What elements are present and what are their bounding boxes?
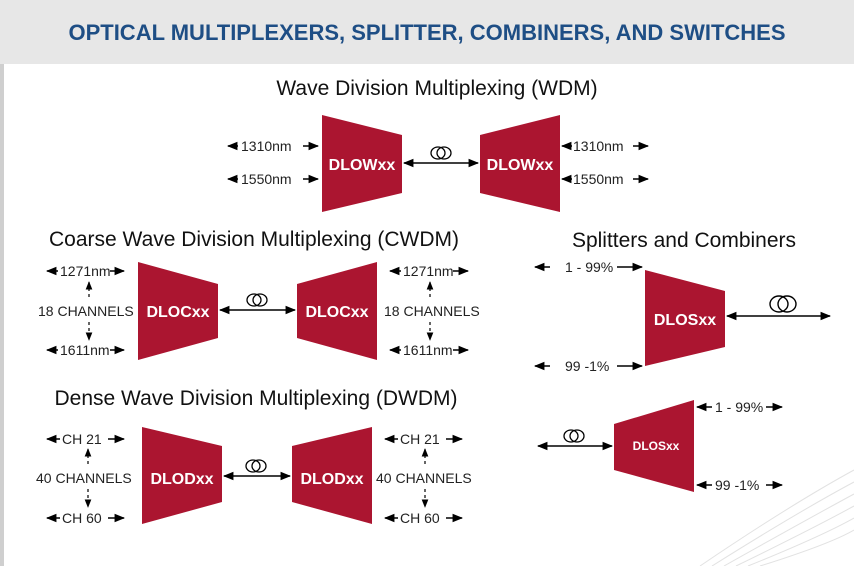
- wdm-device-right: [480, 115, 560, 212]
- wdm-right-bottom-label: 1550nm: [573, 171, 624, 187]
- wdm-left-bottom-label: 1550nm: [241, 171, 292, 187]
- cwdm-right-channels: 18 CHANNELS: [384, 303, 480, 319]
- header-bar: OPTICAL MULTIPLEXERS, SPLITTER, COMBINER…: [0, 0, 854, 64]
- cwdm-left-channels: 18 CHANNELS: [38, 303, 134, 319]
- splitter-device-large-label: DLOSxx: [654, 312, 716, 329]
- fiber-coil-icon: [245, 459, 267, 473]
- cwdm-title: Coarse Wave Division Multiplexing (CWDM): [49, 228, 459, 251]
- fiber-coil-icon: [430, 146, 452, 160]
- splitters-title: Splitters and Combiners: [572, 229, 796, 252]
- left-border: [0, 64, 4, 566]
- dwdm-left-channels: 40 CHANNELS: [36, 470, 132, 486]
- wdm-title: Wave Division Multiplexing (WDM): [276, 77, 597, 100]
- cwdm-right-top-label: 1271nm: [403, 263, 454, 279]
- cwdm-right-bottom-label: 1611nm: [403, 342, 453, 358]
- dwdm-left-bottom-label: CH 60: [62, 510, 102, 526]
- splitter-top-label: 1 - 99%: [565, 259, 613, 275]
- wdm-device-left-label: DLOWxx: [329, 157, 396, 174]
- decorative-curves: [699, 469, 854, 566]
- dwdm-right-top-label: CH 21: [400, 431, 440, 447]
- cwdm-device-left-label: DLOCxx: [146, 304, 209, 321]
- dwdm-device-right: [292, 427, 372, 524]
- cwdm-left-bottom-label: 1611nm: [60, 342, 110, 358]
- dwdm-device-right-label: DLODxx: [300, 471, 363, 488]
- fiber-coil-icon: [769, 295, 797, 313]
- splitter-device-large: [645, 270, 725, 366]
- fiber-coil-icon: [563, 429, 585, 443]
- wdm-right-top-label: 1310nm: [573, 138, 624, 154]
- dwdm-right-bottom-label: CH 60: [400, 510, 440, 526]
- splitter-bottom-label: 99 -1%: [565, 358, 609, 374]
- combiner-device-small: [614, 400, 694, 492]
- dwdm-right-channels: 40 CHANNELS: [376, 470, 472, 486]
- cwdm-device-left: [138, 262, 218, 360]
- cwdm-left-top-label: 1271nm: [60, 263, 111, 279]
- combiner-bottom-label: 99 -1%: [715, 477, 759, 493]
- dwdm-title: Dense Wave Division Multiplexing (DWDM): [55, 387, 458, 410]
- fiber-coil-icon: [246, 293, 268, 307]
- dwdm-left-top-label: CH 21: [62, 431, 102, 447]
- dwdm-device-left: [142, 427, 222, 524]
- combiner-top-label: 1 - 99%: [715, 399, 763, 415]
- wdm-device-right-label: DLOWxx: [487, 157, 554, 174]
- cwdm-device-right: [297, 262, 377, 360]
- dwdm-device-left-label: DLODxx: [150, 471, 213, 488]
- wdm-device-left: [322, 115, 402, 212]
- page-title: OPTICAL MULTIPLEXERS, SPLITTER, COMBINER…: [68, 20, 786, 45]
- combiner-device-small-label: DLOSxx: [633, 439, 680, 453]
- cwdm-device-right-label: DLOCxx: [305, 304, 368, 321]
- wdm-left-top-label: 1310nm: [241, 138, 292, 154]
